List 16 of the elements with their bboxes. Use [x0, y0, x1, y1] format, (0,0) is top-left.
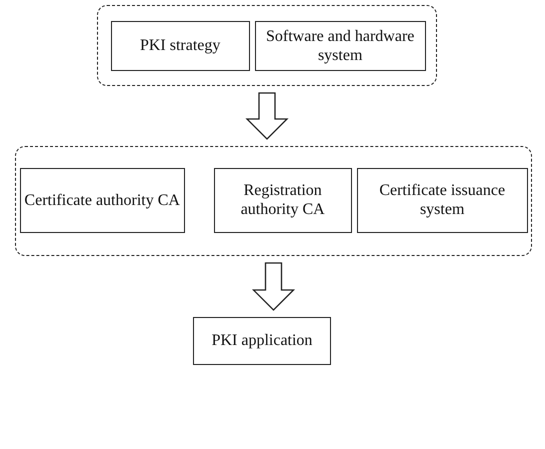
group-box [15, 146, 532, 256]
box-label: Certificate issuance system [378, 181, 506, 220]
box-label: Registration authority CA [240, 181, 326, 220]
box-label: Certificate authority CA [24, 190, 180, 210]
process-box [110, 20, 250, 71]
block-arrow [252, 262, 296, 311]
box-label: PKI strategy [140, 36, 220, 56]
process-box [193, 317, 331, 365]
box-label: PKI application [212, 331, 312, 351]
box-label: Software and hardware system [265, 26, 416, 65]
process-box [356, 168, 528, 233]
process-box [20, 168, 185, 233]
process-box [214, 168, 352, 233]
process-box [254, 20, 426, 71]
block-arrow [245, 92, 289, 140]
group-box [97, 5, 437, 86]
